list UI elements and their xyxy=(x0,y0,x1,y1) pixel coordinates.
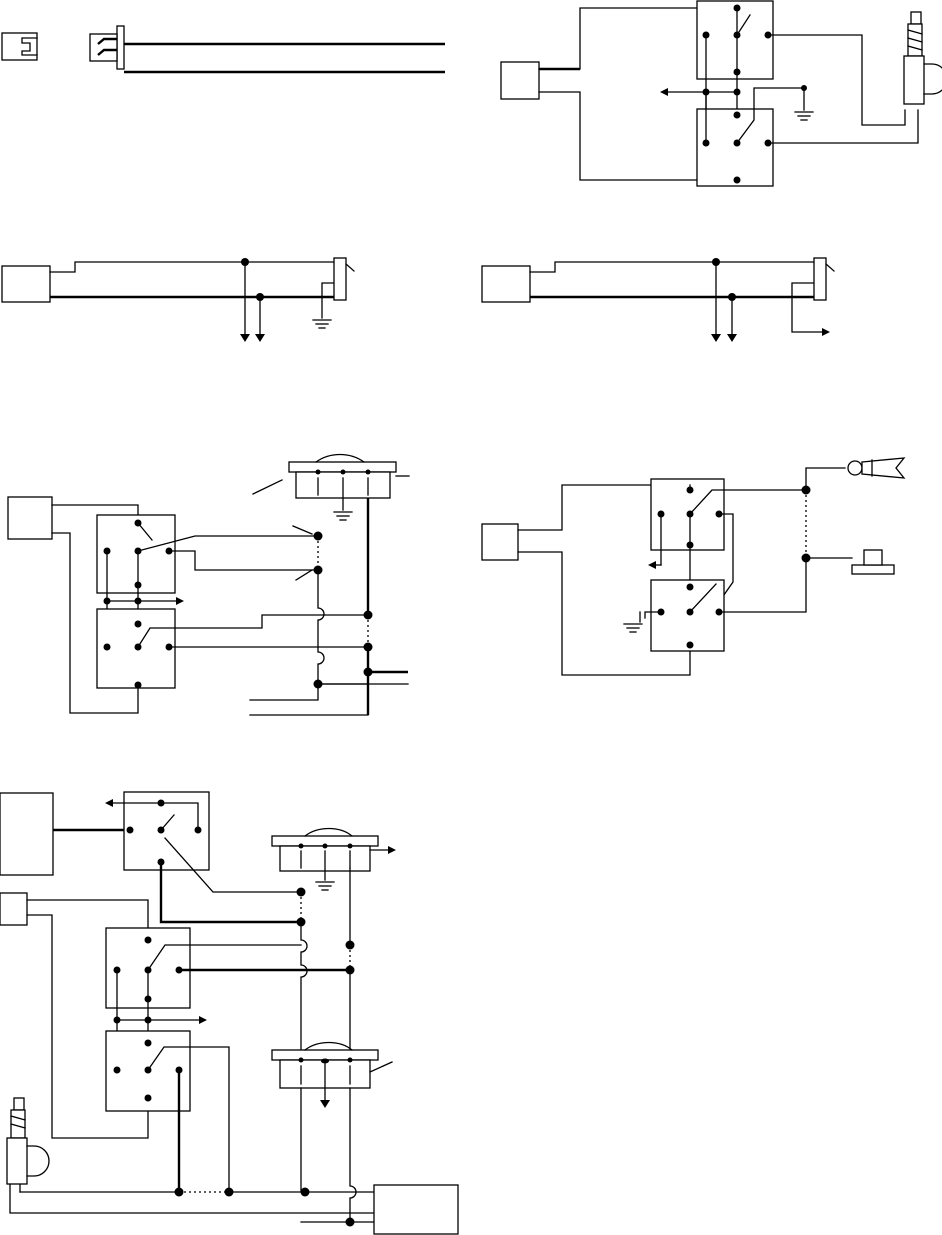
arrow-icon xyxy=(176,597,184,605)
panel-output-trigger-switch xyxy=(482,258,834,342)
arrow-icon xyxy=(105,799,113,807)
ground-symbol-icon xyxy=(624,624,642,632)
control-module-box xyxy=(482,524,518,560)
door-lock-actuator-icon xyxy=(904,12,942,104)
ground-symbol-icon xyxy=(313,320,331,328)
arrow-icon xyxy=(711,334,721,342)
arrow-icon xyxy=(240,334,250,342)
relay-icon xyxy=(645,558,806,651)
door-jamb-switch-icon xyxy=(272,829,390,881)
ground-symbol-icon xyxy=(795,112,813,120)
panel-connector-harness xyxy=(2,26,445,72)
door-jamb-switch-icon xyxy=(334,258,354,300)
arrow-icon xyxy=(388,846,396,854)
wire-connector-male-icon xyxy=(90,26,124,69)
control-module-box xyxy=(8,497,52,539)
ground-symbol-icon xyxy=(316,882,334,890)
harness-wires xyxy=(124,44,445,72)
arrow-icon xyxy=(727,334,737,342)
arrow-icon xyxy=(255,334,265,342)
door-jamb-switch-icon xyxy=(272,1043,392,1103)
panel-full-door-lock-circuit xyxy=(0,792,458,1234)
relay-icon xyxy=(697,88,804,186)
arrow-icon xyxy=(660,88,668,96)
door-jamb-switch-icon xyxy=(289,455,409,511)
panel-door-switch-relay-circuit xyxy=(8,455,409,716)
ground-symbol-icon xyxy=(334,512,352,520)
panel-double-relay-actuator xyxy=(501,1,942,186)
arrow-icon xyxy=(320,1100,330,1108)
control-module-box xyxy=(374,1185,458,1234)
door-jamb-switch-icon xyxy=(814,258,834,300)
arrow-icon xyxy=(648,561,656,569)
wire-connector-female-icon xyxy=(2,33,37,60)
siren-icon xyxy=(852,550,894,574)
panel-horn-siren-relay-circuit xyxy=(482,458,904,675)
control-module-box xyxy=(2,266,50,302)
control-module-box xyxy=(501,62,539,99)
control-module-box xyxy=(482,266,530,302)
arrow-icon xyxy=(199,1016,207,1024)
control-module-box xyxy=(0,793,53,875)
relay-icon xyxy=(106,1031,229,1192)
horn-icon xyxy=(848,458,904,478)
arrow-icon xyxy=(822,328,830,336)
relay-icon xyxy=(697,1,773,115)
panel-ground-trigger-switch xyxy=(2,258,354,342)
control-module-box xyxy=(0,893,27,925)
door-lock-actuator-icon xyxy=(7,1098,49,1184)
